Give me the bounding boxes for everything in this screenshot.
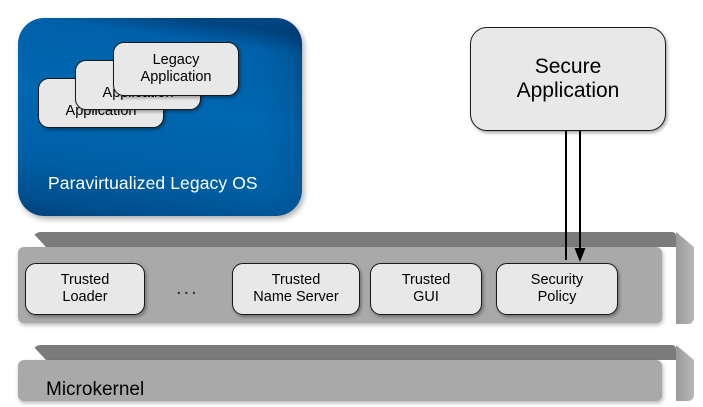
legacy-application-line2-1: Application bbox=[140, 69, 212, 85]
arrow-down-to-security-policy bbox=[574, 118, 586, 262]
service-label-trusted-name-server: Trusted Name Server bbox=[253, 272, 338, 305]
service-line2-trusted-gui: GUI bbox=[413, 289, 439, 305]
paravirtualized-legacy-os-label: Paravirtualized Legacy OS bbox=[48, 173, 258, 193]
secure-application-line2: Application bbox=[516, 79, 620, 102]
secure-application-box: Secure Application bbox=[470, 27, 666, 131]
trusted-services-bar-side-face bbox=[676, 232, 694, 324]
service-box-trusted-name-server: Trusted Name Server bbox=[232, 263, 360, 315]
trusted-services-bar-top-face bbox=[32, 232, 676, 247]
microkernel-bar-side-face bbox=[676, 345, 694, 401]
microkernel-label: Microkernel bbox=[46, 379, 145, 400]
service-box-trusted-loader: Trusted Loader bbox=[25, 263, 145, 315]
secure-application-label: Secure Application bbox=[517, 55, 620, 103]
secure-application-line1: Secure bbox=[534, 54, 602, 78]
service-line2-security-policy: Policy bbox=[537, 289, 577, 305]
service-label-trusted-loader: Trusted Loader bbox=[61, 272, 110, 305]
service-box-trusted-gui: Trusted GUI bbox=[370, 263, 482, 315]
microkernel-bar-front-face: Microkernel bbox=[18, 360, 662, 401]
arrow-group bbox=[560, 114, 586, 262]
service-box-security-policy: Security Policy bbox=[496, 263, 618, 315]
service-line2-trusted-loader: Loader bbox=[62, 289, 108, 305]
arrow-up-to-secure-application bbox=[560, 114, 572, 260]
service-line2-trusted-name-server: Name Server bbox=[253, 289, 339, 305]
service-label-trusted-gui: Trusted GUI bbox=[402, 272, 451, 305]
services-ellipsis: ... bbox=[176, 277, 199, 299]
legacy-application-line1-1: Legacy bbox=[152, 52, 200, 69]
service-line1-trusted-gui: Trusted bbox=[401, 272, 451, 289]
service-label-security-policy: Security Policy bbox=[531, 272, 583, 305]
microkernel-bar: Microkernel bbox=[18, 345, 694, 401]
service-line1-security-policy: Security bbox=[530, 272, 584, 289]
legacy-application-box-1: Legacy Application bbox=[113, 42, 239, 96]
legacy-application-label-1: Legacy Application bbox=[137, 52, 216, 85]
service-line1-trusted-loader: Trusted bbox=[60, 272, 110, 289]
service-line1-trusted-name-server: Trusted bbox=[271, 272, 321, 289]
microkernel-bar-top-face bbox=[32, 345, 676, 360]
